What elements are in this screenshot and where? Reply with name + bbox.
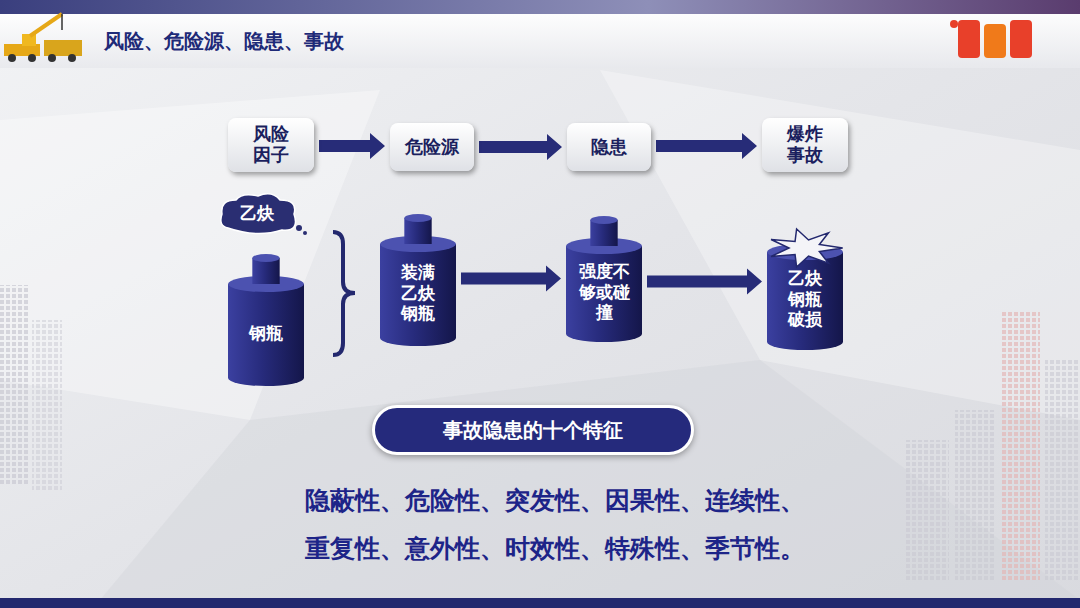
node-text: 装满乙炔钢瓶 [400, 262, 436, 323]
gas-cylinder: 乙炔钢瓶破损 [767, 220, 843, 350]
gas-cylinder: 钢瓶 [228, 252, 304, 386]
gas-cylinder: 强度不够或碰撞 [566, 214, 642, 342]
text-area: 乙炔钢瓶破损 [767, 260, 843, 338]
text-area: 钢瓶 [228, 292, 304, 374]
city-pixels [1000, 310, 1040, 580]
stage-box: 爆炸事故 [762, 118, 848, 172]
header-band [0, 14, 1080, 68]
flow-arrow [461, 266, 561, 292]
node-text: 事故隐患的十个特征 [443, 417, 623, 444]
gas-cylinder: 装满乙炔钢瓶 [380, 212, 456, 346]
city-pixels [0, 285, 30, 485]
node-text: 乙炔钢瓶破损 [787, 268, 823, 329]
feature-line: 重复性、意外性、时效性、特殊性、季节性。 [305, 532, 805, 565]
node-text: 危险源 [405, 137, 459, 158]
text-area: 乙炔 [218, 196, 296, 230]
flow-arrow [479, 134, 562, 160]
node-text: 钢瓶 [248, 323, 284, 343]
cylinder-outline [228, 252, 304, 386]
burst-mark [771, 229, 843, 267]
slide-title: 风险、危险源、隐患、事故 [104, 28, 344, 55]
flow-arrow [319, 133, 385, 159]
crane-icon [4, 14, 82, 62]
top-strip [0, 0, 1080, 14]
city-pixels [1045, 360, 1080, 580]
node-text: 乙炔 [240, 203, 274, 223]
brace [333, 232, 355, 355]
gas-cloud: 乙炔 [218, 192, 308, 236]
heading-pill: 事故隐患的十个特征 [372, 405, 694, 455]
stage-box: 隐患 [567, 123, 651, 171]
node-text: 风险因子 [252, 124, 290, 165]
stage-box: 风险因子 [228, 118, 314, 172]
feature-line: 隐蔽性、危险性、突发性、因果性、连续性、 [305, 484, 805, 517]
city-pixels [955, 410, 995, 580]
node-text: 爆炸事故 [786, 124, 824, 165]
text-area: 装满乙炔钢瓶 [380, 252, 456, 334]
city-pixels [905, 440, 949, 580]
bottom-strip [0, 598, 1080, 608]
city-pixels [32, 320, 62, 490]
node-text: 隐患 [591, 137, 627, 158]
node-text: 强度不够或碰撞 [578, 261, 631, 322]
flow-arrow [656, 133, 757, 159]
logo [950, 20, 1032, 58]
text-area: 强度不够或碰撞 [566, 254, 642, 330]
stage-box: 危险源 [390, 123, 474, 171]
flow-arrow [647, 269, 762, 295]
facet [100, 360, 1080, 600]
